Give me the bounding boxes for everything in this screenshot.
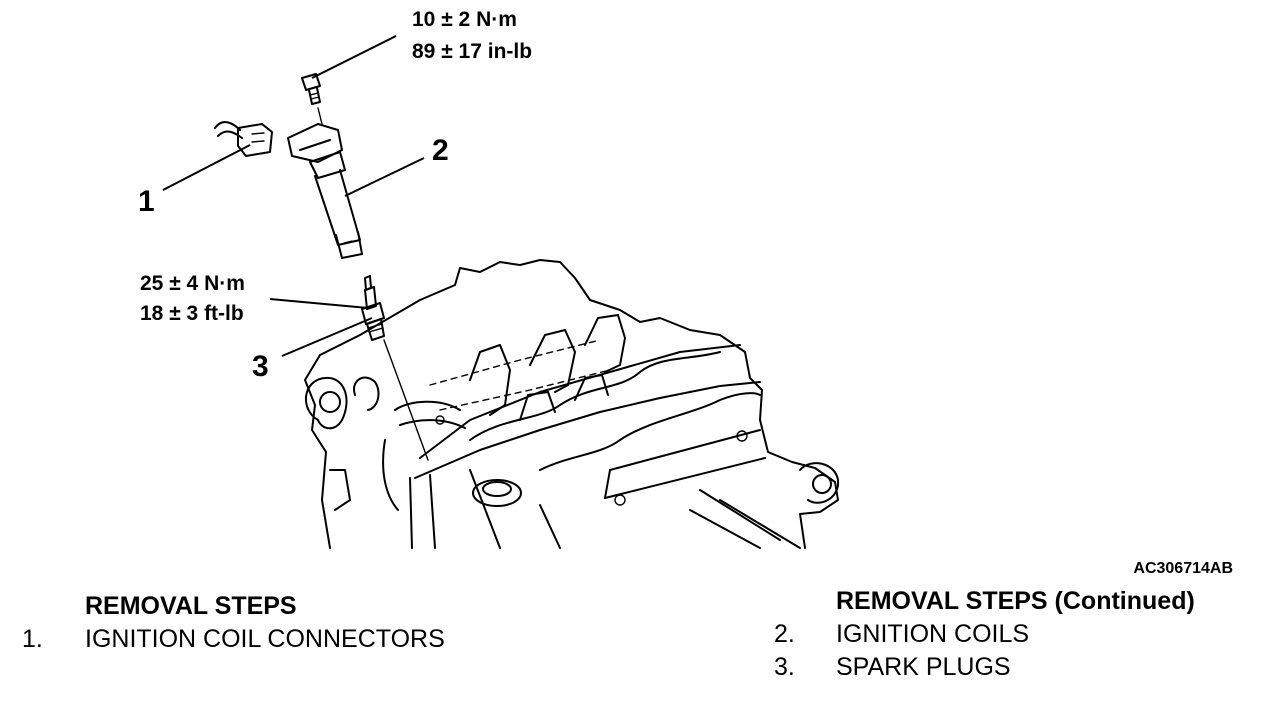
leader-lines bbox=[162, 35, 429, 461]
spark-plug-drawing bbox=[361, 275, 385, 341]
spark-plug-torque-imperial: 18 ± 3 ft-lb bbox=[140, 302, 244, 325]
removal-steps: REMOVAL STEPS 1. IGNITION COIL CONNECTOR… bbox=[0, 590, 640, 670]
removal-steps-continued-heading: REMOVAL STEPS (Continued) bbox=[836, 587, 1195, 615]
engine-illustration bbox=[304, 259, 840, 549]
removal-step-row: 2. IGNITION COILS bbox=[760, 618, 1260, 651]
step-label: IGNITION COILS bbox=[836, 620, 1030, 648]
figure-id: AC306714AB bbox=[1133, 560, 1233, 577]
removal-steps-continued: REMOVAL STEPS (Continued) 2. IGNITION CO… bbox=[760, 585, 1260, 695]
coil-bolt-torque-imperial: 89 ± 17 in-lb bbox=[412, 40, 532, 63]
ignition-coil-connector-drawing bbox=[214, 121, 273, 157]
callout-2: 2 bbox=[432, 134, 449, 167]
step-label: IGNITION COIL CONNECTORS bbox=[85, 625, 445, 653]
removal-steps-heading: REMOVAL STEPS bbox=[85, 592, 297, 620]
ignition-coil-drawing bbox=[287, 123, 363, 259]
step-label: SPARK PLUGS bbox=[836, 653, 1011, 681]
step-number: 3. bbox=[774, 653, 795, 681]
coil-bolt-torque-metric: 10 ± 2 N·m bbox=[412, 8, 517, 31]
removal-step-row: 3. SPARK PLUGS bbox=[760, 651, 1260, 684]
spark-plug-torque-metric: 25 ± 4 N·m bbox=[140, 272, 245, 295]
removal-step-row: 1. IGNITION COIL CONNECTORS bbox=[0, 623, 640, 656]
callout-3: 3 bbox=[252, 350, 269, 383]
callout-1: 1 bbox=[138, 185, 155, 218]
step-number: 2. bbox=[774, 620, 795, 648]
step-number: 1. bbox=[22, 625, 43, 653]
coil-bolt-drawing bbox=[301, 73, 321, 105]
